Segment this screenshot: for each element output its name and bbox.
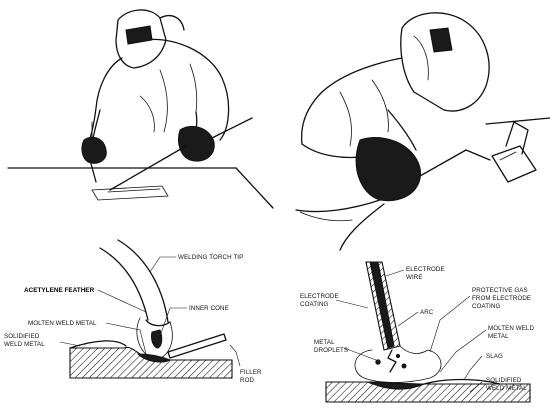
label-arc-solidified-2: WELD METAL (486, 385, 527, 392)
gas-welder-figure (8, 10, 273, 208)
label-electrode-wire-1: ELECTRODE (406, 266, 445, 273)
label-filler-2: ROD (240, 377, 254, 384)
label-protective-gas-1: PROTECTIVE GAS (472, 287, 528, 294)
arc-welding-hood (401, 13, 489, 111)
label-inner-cone: INNER CONE (189, 305, 229, 312)
label-molten-weld-1: MOLTEN WELD (488, 325, 534, 332)
label-molten-weld-2: METAL (488, 333, 509, 340)
arc-welder-figure (296, 13, 550, 250)
gas-welding-diagram: WELDING TORCH TIP ACETYLENE FEATHER INNE… (4, 240, 262, 384)
weld-bead (70, 341, 126, 348)
workbench-edge (236, 168, 273, 208)
label-protective-gas-3: COATING (472, 303, 501, 310)
label-acetylene-feather: ACETYLENE FEATHER (24, 287, 95, 294)
torch-tip-outline-right (118, 240, 168, 322)
base-metal (70, 347, 232, 378)
label-torch-tip: WELDING TORCH TIP (178, 254, 243, 261)
hood-lens (126, 26, 152, 44)
label-electrode-wire-2: WIRE (406, 274, 423, 281)
arc-glove (356, 138, 420, 201)
label-molten-weld-metal: MOLTEN WELD METAL (28, 320, 97, 327)
electrode-holder (420, 150, 466, 176)
welder-back (142, 39, 229, 140)
metal-droplet (396, 354, 399, 357)
metal-droplet (402, 364, 406, 368)
label-slag: SLAG (486, 353, 503, 360)
arc-workpiece (492, 146, 536, 182)
protective-gas (355, 346, 441, 383)
metal-droplet (376, 360, 380, 364)
arc-hood-lens (430, 28, 452, 52)
filler-rod (168, 334, 226, 358)
inner-cone (151, 330, 161, 348)
label-arc: ARC (420, 309, 434, 316)
arc-welding-diagram: ELECTRODE WIRE ELECTRODE COATING ARC PRO… (300, 262, 534, 402)
label-solidified-2: WELD METAL (4, 341, 45, 348)
left-glove (82, 137, 106, 163)
label-metal-droplets-2: DROPLETS (314, 347, 348, 354)
right-glove (178, 126, 214, 161)
label-electrode-coating-2: COATING (300, 301, 329, 308)
label-protective-gas-2: FROM ELECTRODE (472, 295, 531, 302)
label-filler-1: FILLER (240, 369, 262, 376)
arc (388, 350, 396, 372)
workpiece (92, 186, 168, 200)
label-arc-solidified-1: SOLIDIFIED (486, 377, 522, 384)
label-solidified-1: SOLIDIFIED (4, 333, 40, 340)
welding-cable (296, 200, 380, 212)
label-metal-droplets-1: METAL (314, 339, 335, 346)
label-electrode-coating-1: ELECTRODE (300, 293, 339, 300)
